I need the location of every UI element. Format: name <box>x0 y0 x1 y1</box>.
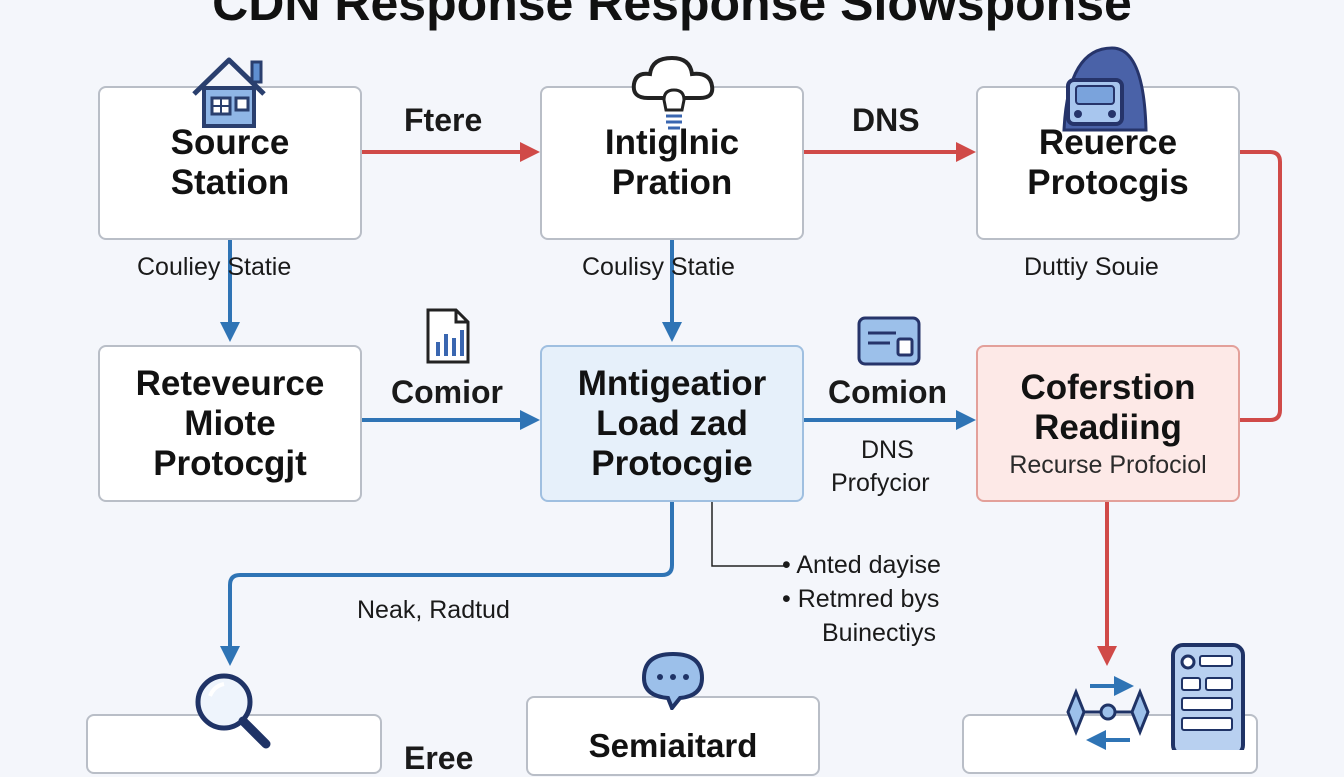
node-title-line2: Readiing <box>1034 407 1182 447</box>
bullet-list: • Anted dayise • Retmred bys Buinectiys <box>782 548 941 650</box>
connector-layer <box>220 142 1282 666</box>
node-mitigation[interactable]: Mntigeatior Load zad Protocgie <box>540 345 804 502</box>
card-icon <box>857 316 921 366</box>
node-title-line2: Load zad <box>596 403 748 443</box>
edge-label-comior: Comior <box>391 374 503 410</box>
node-conf-reading[interactable]: Coferstion Readiing Recurse Profociol <box>976 345 1240 502</box>
node-title-line1: Coferstion <box>1020 367 1196 407</box>
edge-mitigation-to-bullets <box>711 502 786 567</box>
page-title: CDN Response Response Slowsponse <box>212 0 1132 31</box>
node-title-line1: Source <box>170 123 290 162</box>
bullet-item: • Anted dayise <box>782 551 941 579</box>
caption-recursive: Duttiy Souie <box>1024 253 1159 281</box>
node-title-line2: Miote <box>184 403 276 443</box>
node-title-line3: Protocgie <box>591 443 753 483</box>
network-icon <box>1066 676 1150 750</box>
node-title-line1: Semiaitard <box>588 727 758 764</box>
edge-label-dns: DNS <box>852 102 920 138</box>
magnifier-icon <box>195 673 271 749</box>
car-icon <box>1062 46 1148 132</box>
edge-label-comion: Comion <box>828 374 948 410</box>
chat-bubble-icon <box>641 651 705 710</box>
house-icon <box>192 57 266 128</box>
caption-source: Couliey Statie <box>137 253 292 281</box>
caption-integration: Coulisy Statie <box>582 253 735 281</box>
node-title-line2: Protocgis <box>1027 163 1189 202</box>
edge-mitigation-to-bottom-left <box>220 502 674 666</box>
cloud-bulb-icon <box>631 55 715 130</box>
document-chart-icon <box>426 308 470 364</box>
edge-label-dns-line2: Profycior <box>831 469 930 497</box>
node-source-station[interactable]: Source Station <box>98 86 362 240</box>
edge-label-bottom: Eree <box>404 740 474 776</box>
node-title-line1: Mntigeatior <box>577 363 767 403</box>
node-title-line2: Station <box>170 163 290 202</box>
node-title-line1: Reteveurce <box>135 363 325 403</box>
edge-recursive-loop <box>1240 150 1282 422</box>
edge-label-ftere: Ftere <box>404 102 483 138</box>
node-remote-protocol[interactable]: Reteveurce Miote Protocgjt <box>98 345 362 502</box>
phone-icon <box>1171 643 1245 750</box>
node-title-line2: Pration <box>611 163 733 202</box>
node-title-line3: Protocgjt <box>153 443 307 483</box>
edge-label-dns-line1: DNS <box>861 436 914 464</box>
node-subtitle: Recurse Profociol <box>1009 450 1207 479</box>
edge-label-neak: Neak, Radtud <box>357 596 510 624</box>
bullet-item: • Retmred bys <box>782 585 940 613</box>
bullet-item: Buinectiys <box>822 619 936 647</box>
